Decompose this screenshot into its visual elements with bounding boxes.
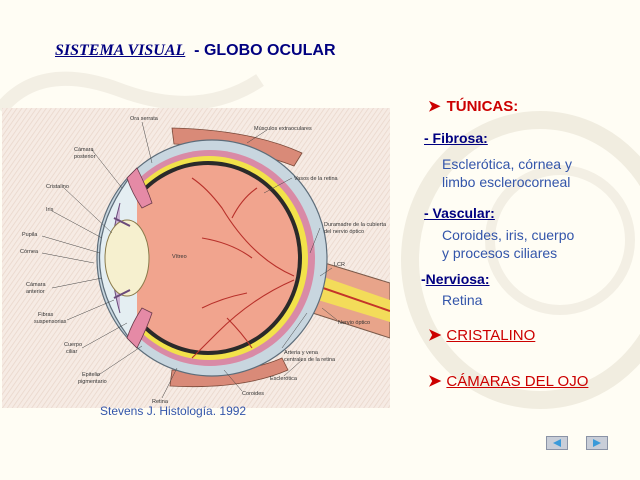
nerviosa-line1: Retina — [442, 292, 483, 308]
prev-button[interactable] — [546, 436, 568, 450]
next-button[interactable] — [586, 436, 608, 450]
label-cristalino: Cristalino — [46, 184, 69, 190]
label-ora-serrata: Ora serrata — [130, 116, 159, 122]
label-musculos: Músculos extraoculares — [254, 126, 312, 132]
label-cornea: Córnea — [20, 249, 39, 255]
triangle-left-icon — [553, 439, 561, 447]
arrow-bullet-icon: ➤ — [428, 98, 441, 115]
label-lcr: LCR — [334, 262, 345, 268]
label-vitreo: Vítreo — [172, 254, 187, 260]
label-cuerpo-ciliar-1: Cuerpo — [64, 342, 82, 348]
camaras-link[interactable]: CÁMARAS DEL OJO — [446, 373, 589, 390]
fibrosa-line1: Esclerótica, córnea y — [442, 156, 572, 172]
label-nervio-optico: Nervio óptico — [338, 320, 370, 326]
nerviosa-label: Nerviosa: — [425, 271, 490, 287]
label-camara-anterior-1: Cámara — [26, 282, 47, 288]
label-duramadre-2: del nervio óptico — [324, 229, 364, 235]
label-camara-anterior-2: anterior — [26, 289, 45, 295]
cristalino-item[interactable]: ➤CRISTALINO — [428, 325, 535, 345]
label-arteria-1: Arteria y vena — [284, 350, 319, 356]
vascular-label: - Vascular: — [424, 205, 495, 221]
label-epitelio-1: Epitelio — [82, 372, 100, 378]
label-fibras-1: Fibras — [38, 312, 54, 318]
fibrosa-line2: limbo esclerocorneal — [442, 174, 571, 190]
label-camara-posterior-1: Cámara — [74, 147, 95, 153]
tunicas-text: TÚNICAS: — [446, 98, 519, 115]
nerviosa-heading: -Nerviosa: — [421, 271, 509, 287]
label-coroides: Coroides — [242, 391, 264, 397]
label-duramadre-1: Duramadre de la cubierta — [324, 222, 387, 228]
vascular-line2: y procesos ciliares — [442, 245, 558, 261]
eye-diagram: Ora serrata Músculos extraoculares Cámar… — [2, 108, 390, 408]
label-camara-posterior-2: posterior — [74, 154, 96, 160]
arrow-bullet-icon: ➤ — [428, 373, 442, 390]
page-title: SISTEMA VISUAL - GLOBO OCULAR — [55, 42, 336, 60]
label-fibras-2: suspensorias — [34, 319, 67, 325]
triangle-right-icon — [593, 439, 601, 447]
label-retina: Retina — [152, 399, 169, 405]
figure-caption: Stevens J. Histología. 1992 — [100, 404, 247, 418]
tunicas-heading: ➤ TÚNICAS: — [428, 97, 518, 115]
label-arteria-2: centrales de la retina — [284, 357, 336, 363]
label-pupila: Pupila — [22, 232, 38, 238]
label-esclerotica: Esclerótica — [270, 376, 298, 382]
nerviosa-dash: - — [421, 271, 426, 287]
title-main: - GLOBO OCULAR — [194, 42, 336, 59]
label-cuerpo-ciliar-2: ciliar — [66, 349, 77, 355]
arrow-bullet-icon: ➤ — [428, 327, 442, 344]
vascular-line1: Coroides, iris, cuerpo — [442, 227, 575, 243]
label-epitelio-2: pigmentario — [78, 379, 107, 385]
fibrosa-label: - Fibrosa: — [424, 130, 488, 146]
title-italic: SISTEMA VISUAL — [55, 42, 186, 59]
label-iris: Iris — [46, 207, 54, 213]
label-vasos: Vasos de la retina — [294, 176, 339, 182]
camaras-item[interactable]: ➤CÁMARAS DEL OJO — [428, 371, 588, 391]
cristalino-link[interactable]: CRISTALINO — [446, 327, 536, 344]
